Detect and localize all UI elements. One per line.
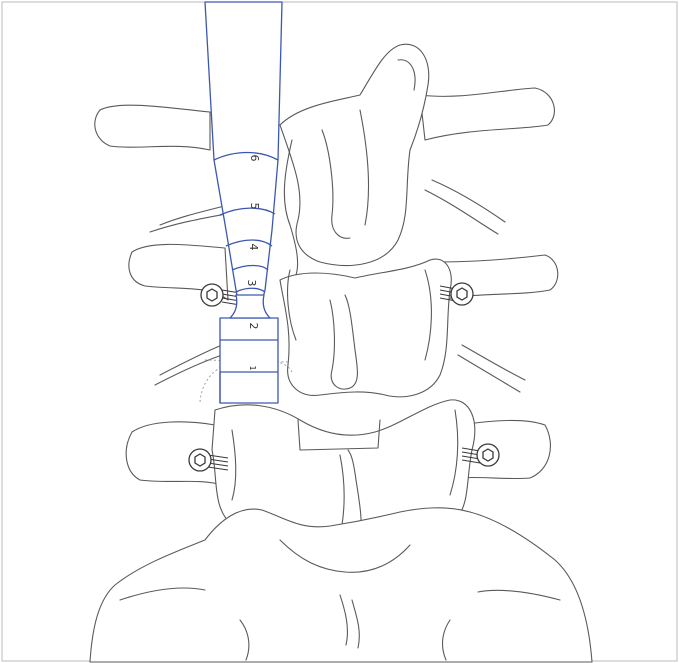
ligament-line [425, 190, 498, 234]
depth-mark-label: 6 [248, 155, 261, 162]
depth-mark-label: 2 [247, 323, 260, 330]
dilator-tip-block [220, 318, 278, 403]
ligament-line [155, 355, 222, 385]
upper-right-transverse-process [420, 88, 554, 140]
depth-mark-label: 3 [245, 280, 258, 287]
sacrum-outline [90, 508, 592, 662]
sacrum [90, 508, 592, 662]
hex-socket-icon [207, 289, 217, 301]
upper-spinous-process [280, 44, 429, 265]
dilator-neck [230, 295, 270, 318]
sequential-dilator: 6 5 4 3 2 1 [200, 2, 292, 403]
depth-mark-label: 1 [248, 365, 257, 370]
upper-vertebra [95, 44, 555, 275]
ligament-line [150, 214, 226, 232]
depth-mark-label: 4 [247, 244, 260, 251]
ligament-line [160, 345, 222, 375]
middle-vertebral-body [280, 259, 451, 397]
hex-socket-icon [457, 288, 467, 300]
hex-socket-icon [483, 449, 493, 461]
hex-socket-icon [195, 454, 205, 466]
upper-left-transverse-process [95, 105, 210, 150]
depth-mark-label: 5 [248, 203, 261, 210]
middle-vertebra [129, 244, 558, 396]
screw-upper-left [201, 284, 240, 306]
